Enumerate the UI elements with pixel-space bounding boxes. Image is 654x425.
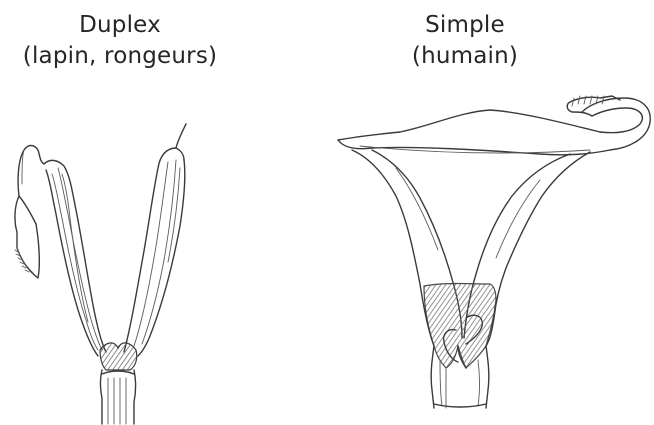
simple-top-band <box>338 110 610 155</box>
simple-right-tube <box>567 96 650 150</box>
simple-cervix-shaded <box>424 284 496 369</box>
